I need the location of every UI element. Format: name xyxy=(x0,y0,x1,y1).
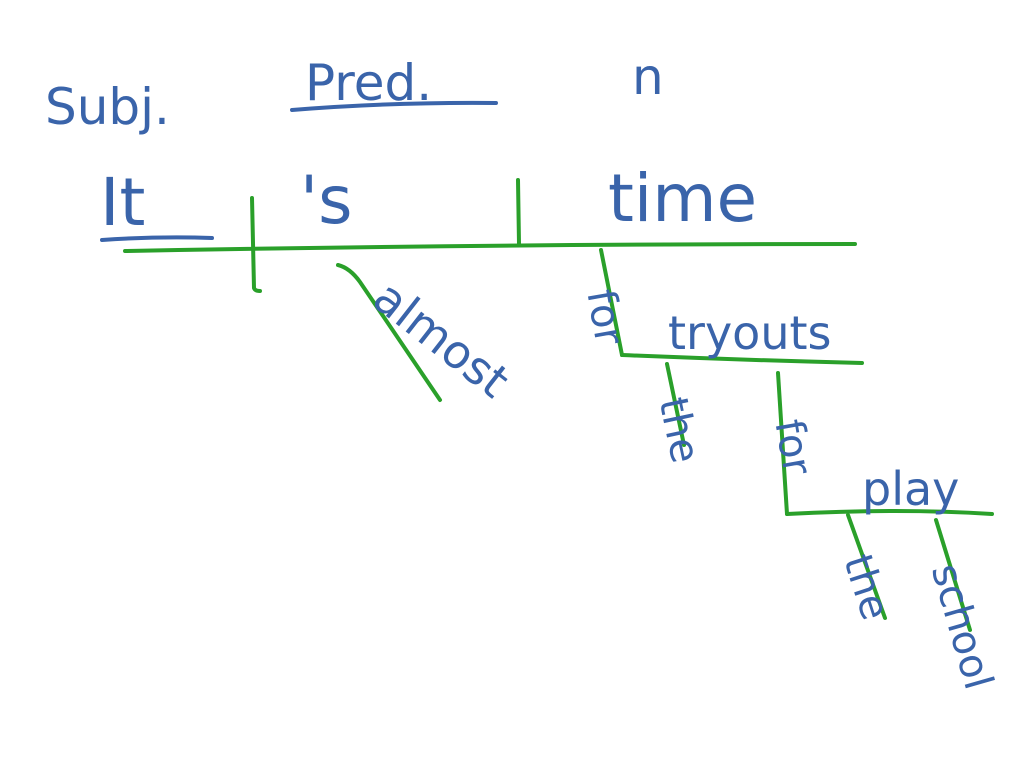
subject-word: It xyxy=(100,164,146,241)
prep1-object-line xyxy=(620,353,864,365)
prep2-word: for xyxy=(765,416,821,479)
article1-slant xyxy=(665,362,686,447)
article2-slant xyxy=(846,513,887,620)
main-baseline xyxy=(123,242,857,253)
prep1-slant xyxy=(599,248,624,357)
verb-word: 's xyxy=(300,162,353,239)
prep1-object-word: tryouts xyxy=(668,306,832,360)
prep2-stem xyxy=(776,371,789,516)
pred-underline xyxy=(290,100,498,112)
subject-underline xyxy=(100,235,214,242)
object-divider xyxy=(516,178,521,246)
prep2-object-line xyxy=(785,509,994,516)
subject-label: Subj. xyxy=(45,78,170,136)
prep1-word: for xyxy=(577,286,633,349)
object-word: time xyxy=(608,160,758,237)
adverb-slant xyxy=(336,263,442,402)
noun-marker-label: n xyxy=(632,48,664,106)
prep2-object-word: play xyxy=(862,462,960,516)
predicate-label: Pred. xyxy=(305,54,433,112)
subject-divider xyxy=(250,196,262,293)
modifier-slant xyxy=(934,518,972,632)
